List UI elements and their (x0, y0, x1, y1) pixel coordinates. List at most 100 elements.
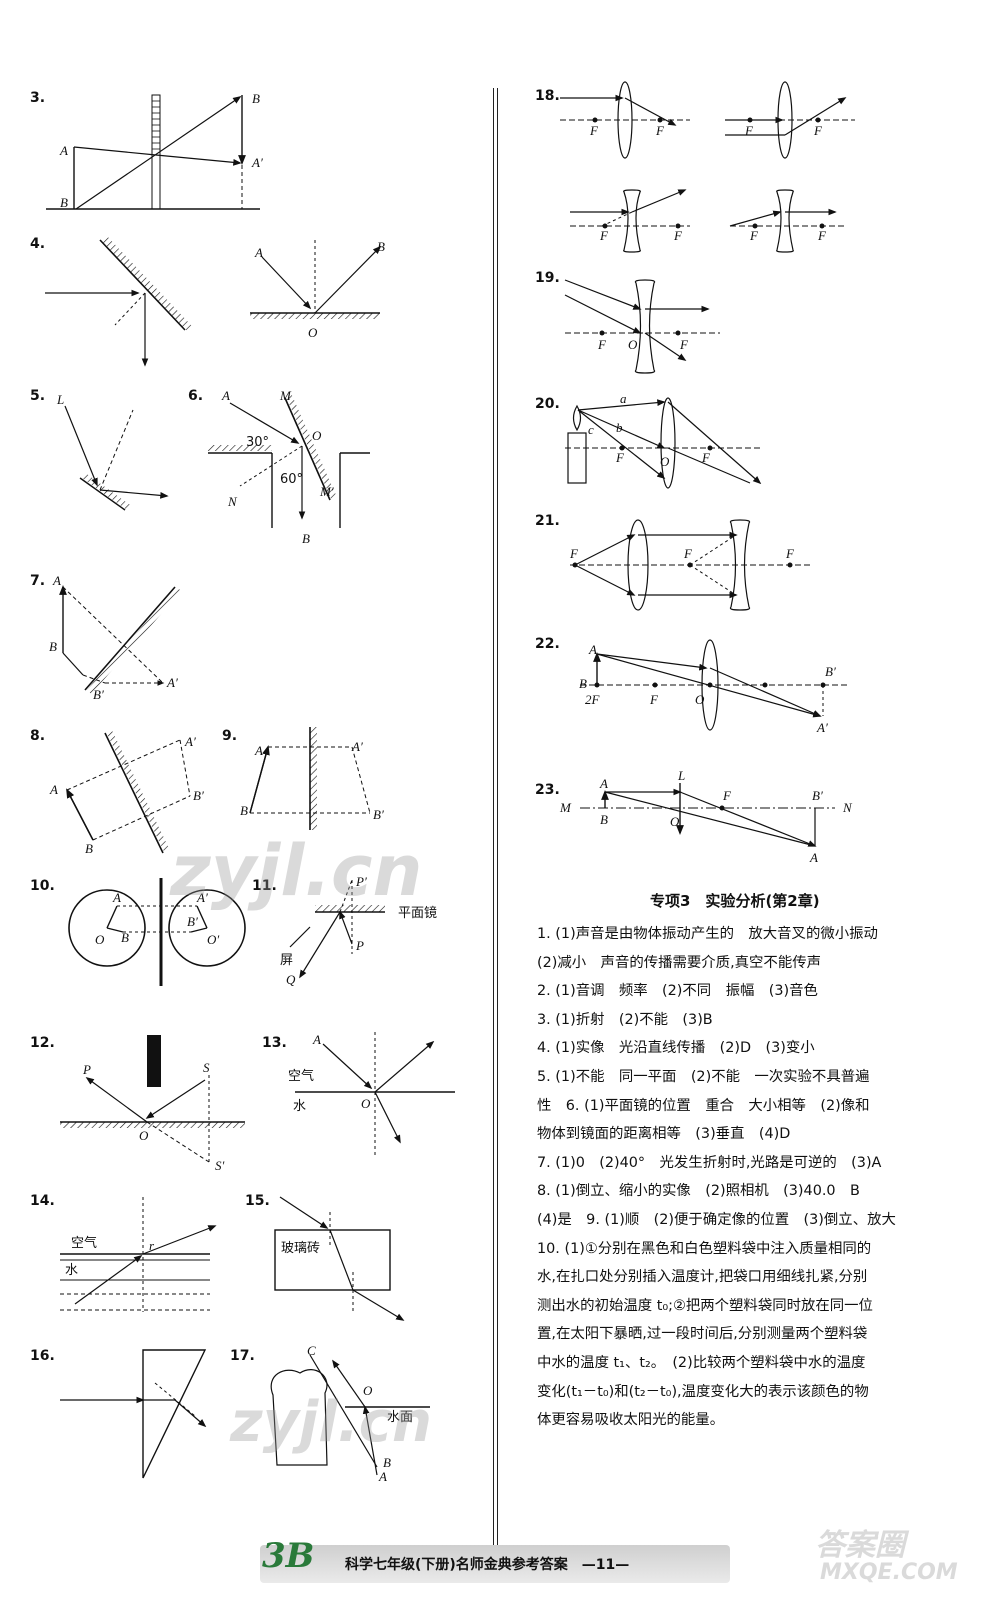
label: F (722, 788, 732, 803)
label: A′ (351, 739, 363, 754)
label: O (308, 325, 318, 340)
figure-16 (60, 1349, 207, 1479)
label: 玻璃砖 (281, 1241, 320, 1256)
label: a (620, 391, 627, 406)
label: P (82, 1062, 91, 1077)
label: B (252, 91, 260, 106)
answer-line: 2. (1)音调 频率 (2)不同 振幅 (3)音色 (537, 983, 818, 1000)
label: B′ (193, 788, 204, 803)
figure-19: F O F (564, 279, 720, 374)
answer-line: 置,在太阳下暴晒,过一段时间后,分别测量两个塑料袋 (537, 1326, 868, 1343)
problem-number: 5. (30, 388, 46, 404)
label: S′ (215, 1158, 225, 1173)
label: P (355, 938, 364, 953)
problem-number: 6. (188, 388, 204, 404)
logo: 3B (262, 1536, 315, 1576)
label: 平面镜 (398, 906, 437, 921)
label: B (49, 639, 57, 654)
answer-line: (2)减小 声音的传播需要介质,真空不能传声 (537, 954, 821, 971)
label: 空气 (71, 1235, 97, 1251)
problem-number: 20. (535, 396, 560, 412)
problem-number: 16. (30, 1348, 55, 1364)
answer-line: 测出水的初始温度 t₀;②把两个塑料袋同时放在同一位 (537, 1297, 873, 1314)
label: A (378, 1469, 387, 1484)
label: B′ (825, 664, 836, 679)
figure-10-clocks: A B A′ B′ O O′ (68, 878, 246, 986)
column-divider (493, 88, 498, 1566)
label: Q (286, 972, 296, 987)
figure-8: A′ B′ A B (49, 729, 204, 856)
label: B′ (812, 788, 823, 803)
figure-5: L (56, 392, 169, 511)
answer-line: (4)是 9. (1)顺 (2)便于确定像的位置 (3)倒立、放大 (537, 1211, 896, 1228)
problem-number: 15. (245, 1193, 270, 1209)
answer-line: 中水的温度 t₁、t₂。 (2)比较两个塑料袋中水的温度 (537, 1354, 866, 1371)
figure-4: A B O (45, 235, 385, 367)
label: F (569, 546, 579, 561)
answer-line: 水,在扎口处分别插入温度计,把袋口用细线扎紧,分别 (537, 1269, 868, 1286)
label: A′ (196, 890, 208, 905)
problem-number: 14. (30, 1193, 55, 1209)
label: B (579, 676, 587, 691)
answer-line: 5. (1)不能 同一平面 (2)不能 一次实验不具普遍 (537, 1068, 870, 1085)
label: b (616, 420, 623, 435)
label: A′ (251, 155, 263, 170)
label: O (361, 1096, 371, 1111)
label: B′ (187, 914, 198, 929)
label: F (813, 123, 823, 138)
label: B (302, 531, 310, 546)
label: L (56, 392, 64, 407)
figure-23: M A B L O F B′ N A (559, 768, 853, 865)
label: A (52, 573, 61, 588)
label: 空气 (288, 1068, 314, 1084)
problem-number: 11. (252, 878, 277, 894)
figure-20: a b c F O F (565, 391, 762, 489)
label: A (254, 743, 263, 758)
label: F (589, 123, 599, 138)
label: B (85, 841, 93, 856)
figure-17: C O 水面 B A (270, 1343, 430, 1484)
figure-9: A B A′ B′ (240, 727, 384, 830)
label: F (683, 546, 693, 561)
label: O (363, 1383, 373, 1398)
problem-number: 18. (535, 88, 560, 104)
watermark: zyjl.cn (170, 830, 423, 912)
label: F (649, 692, 659, 707)
figure-7: A B B′ A′ (49, 573, 182, 702)
label: A′ (184, 734, 196, 749)
label: F (744, 123, 754, 138)
label: A (588, 642, 597, 657)
label: B (383, 1455, 391, 1470)
label: F (785, 546, 795, 561)
problem-number: 19. (535, 270, 560, 286)
problem-number: 22. (535, 636, 560, 652)
label: F (599, 228, 609, 243)
label: F (655, 123, 665, 138)
figure-12: P S O S′ (60, 1035, 245, 1173)
label: L (677, 768, 685, 783)
label: F (679, 337, 689, 352)
figure-18: F F F F F F F F (560, 81, 855, 253)
label: 水面 (387, 1410, 413, 1425)
label: r (149, 1238, 155, 1253)
figure-3: A B B A′ (46, 91, 263, 210)
label: A (599, 776, 608, 791)
answer-line: 7. (1)0 (2)40° 光发生折射时,光路是可逆的 (3)A (537, 1154, 882, 1171)
label: F (615, 450, 625, 465)
problem-number: 21. (535, 513, 560, 529)
label: A (59, 143, 68, 158)
label: 60° (280, 472, 303, 487)
watermark: 答案圈 (815, 1528, 905, 1563)
footer-bar (260, 1545, 730, 1583)
label: c (588, 422, 594, 437)
figure-22: A B 2F F O B′ A′ (579, 639, 850, 735)
label: O′ (207, 932, 219, 947)
label: C (307, 1343, 316, 1358)
problem-number: 4. (30, 236, 46, 252)
label: 水 (65, 1263, 78, 1278)
label: O (312, 428, 322, 443)
figure-15: 玻璃砖 (274, 1196, 405, 1321)
label: M (279, 388, 292, 403)
answer-line: 4. (1)实像 光沿直线传播 (2)D (3)变小 (537, 1040, 815, 1057)
section-title: 专项3 实验分析(第2章) (650, 892, 820, 910)
